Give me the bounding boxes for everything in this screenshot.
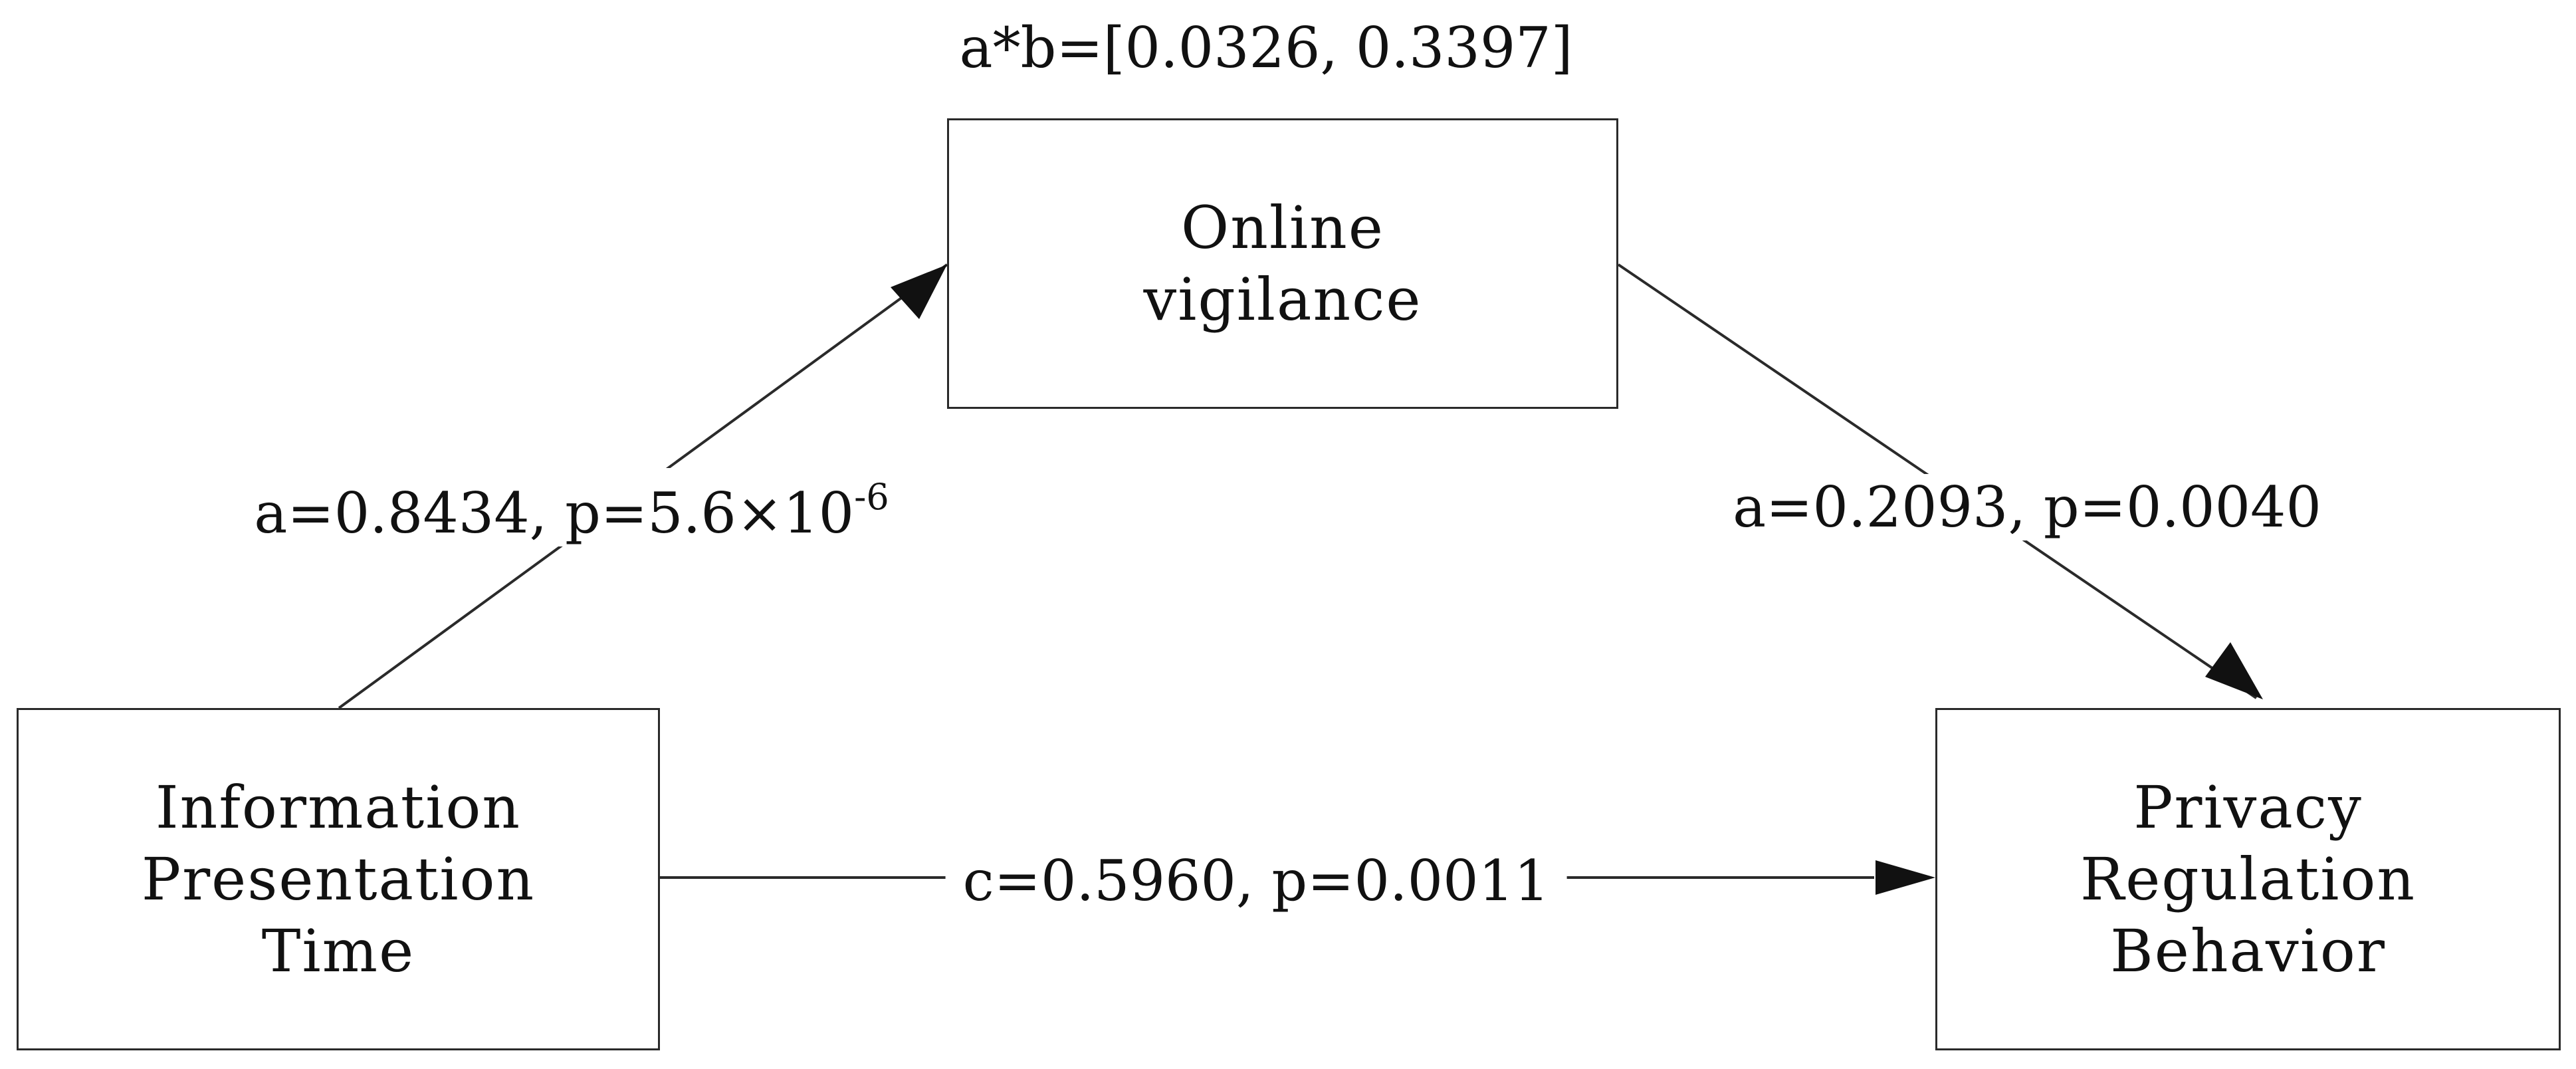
path-a-label-exponent: -6 <box>854 476 889 518</box>
path-b-label: a=0.2093, p=0.0040 <box>1715 474 2339 540</box>
path-a-arrowhead <box>891 265 947 319</box>
node-online-vigilance: Online vigilance <box>947 118 1618 409</box>
node-privacy-regulation-behavior-label: Privacy Regulation Behavior <box>2080 772 2416 987</box>
node-line: Online <box>1181 193 1384 262</box>
node-privacy-regulation-behavior: Privacy Regulation Behavior <box>1935 708 2561 1050</box>
node-information-presentation-time: Information Presentation Time <box>17 708 660 1050</box>
node-line: Behavior <box>2110 916 2386 985</box>
path-b-arrowhead <box>2205 642 2263 699</box>
node-line: Time <box>261 916 415 985</box>
path-a-label: a=0.8434, p=5.6×10-6 <box>237 468 907 546</box>
node-line: Information <box>155 772 522 842</box>
node-information-presentation-time-label: Information Presentation Time <box>142 772 535 987</box>
node-line: Regulation <box>2080 844 2416 913</box>
path-c-label: c=0.5960, p=0.0011 <box>945 848 1567 914</box>
node-online-vigilance-label: Online vigilance <box>1144 192 1422 336</box>
node-line: vigilance <box>1143 265 1422 334</box>
path-c-arrowhead <box>1876 860 1935 895</box>
node-line: Presentation <box>141 844 536 913</box>
indirect-effect-label: a*b=[0.0326, 0.3397] <box>959 15 1573 80</box>
path-a-label-text: a=0.8434, p=5.6×10 <box>254 481 855 546</box>
node-line: Privacy <box>2133 772 2363 842</box>
